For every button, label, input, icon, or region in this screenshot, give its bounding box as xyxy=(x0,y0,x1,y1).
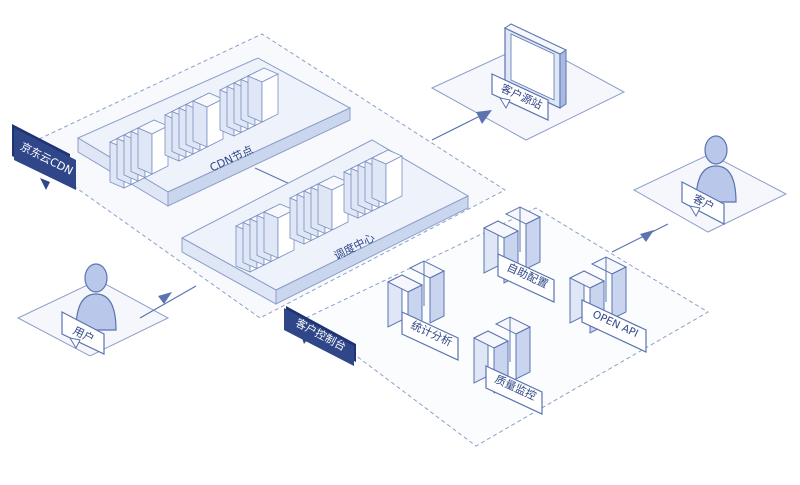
cdn-region: CDN节点 调度中心 京东云CDN xyxy=(12,33,506,319)
arrow-customer-to-console xyxy=(611,223,669,253)
dispatch-center-platform: 调度中心 xyxy=(180,139,470,305)
user-node: 用户 xyxy=(16,263,170,357)
customer-origin: 客户源站 xyxy=(430,23,626,141)
arrow-cdn-to-origin xyxy=(431,110,492,141)
customer-node: 客户 xyxy=(632,135,788,233)
cdn-node-platform: CDN节点 xyxy=(76,57,352,207)
connector-line xyxy=(254,167,293,186)
arrow-user-to-cdn xyxy=(139,285,197,319)
quality-monitor-module: 质量监控 xyxy=(473,316,543,415)
console-region: 客户控制台 统计分析 自助配置 质量监控 OPEN API xyxy=(284,206,709,447)
